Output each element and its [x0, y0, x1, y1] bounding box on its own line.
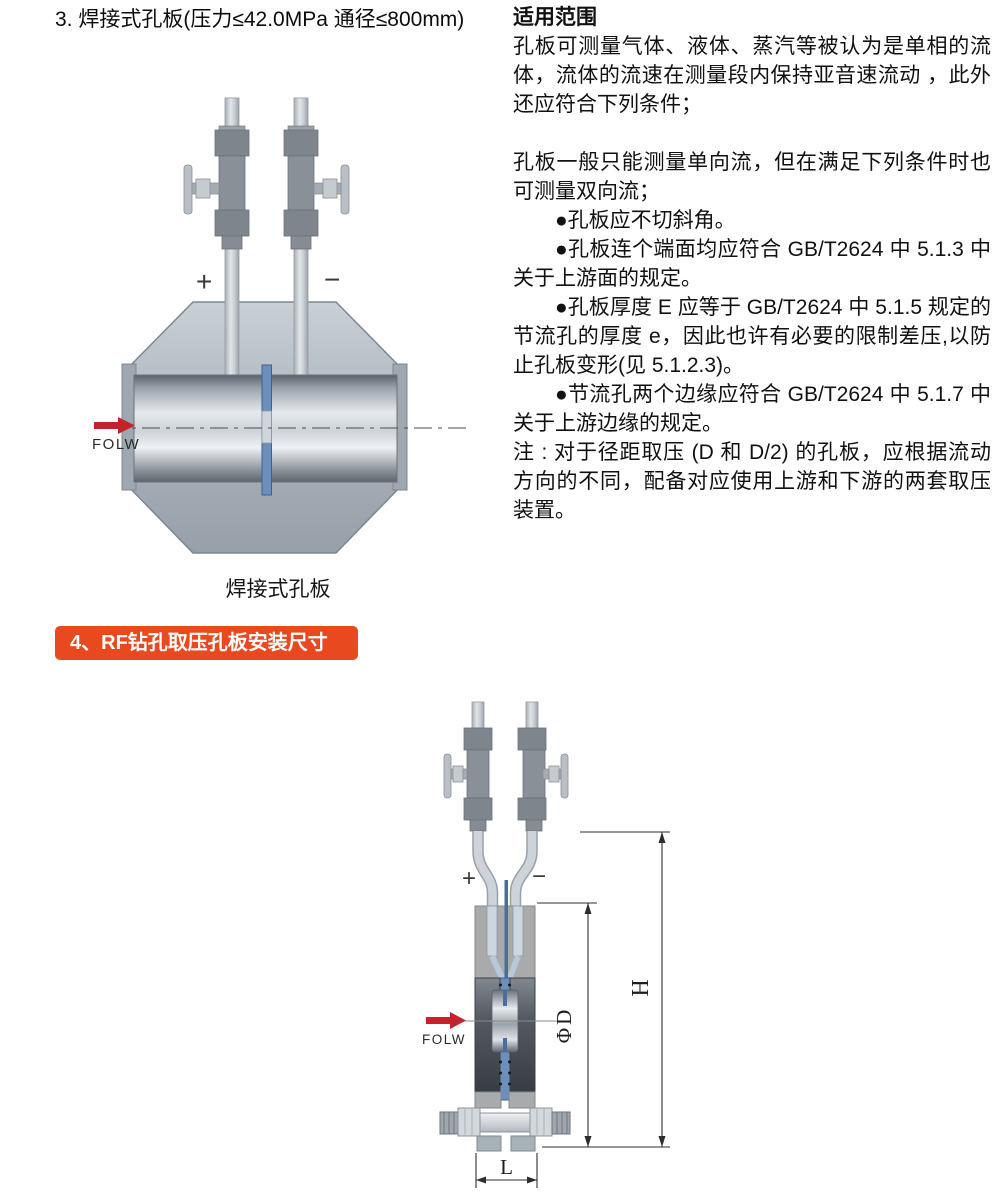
figure-welded-orifice: FOLW + −: [92, 97, 466, 554]
impulse-tube-right: [293, 245, 309, 381]
application-bullet: ●孔板厚度 E 应等于 GB/T2624 中 5.1.5 规定的节流孔的厚度 e…: [513, 296, 991, 377]
minus-tap-label: −: [532, 863, 546, 890]
valve-handle-icon: [183, 164, 220, 215]
dimension-lines: [475, 831, 670, 1188]
plus-tap-label: +: [196, 266, 212, 297]
dim-height-label: H: [628, 979, 654, 996]
figure-rf-orifice-dimensions: FOLW + − ΦD H L: [422, 701, 670, 1188]
valve-handle-icon: [443, 753, 468, 799]
hex-nut-left: [457, 1107, 481, 1137]
dim-diameter-label: ΦD: [552, 1007, 576, 1044]
application-bullet: ●孔板应不切斜角。: [555, 209, 736, 232]
application-bullet: ●节流孔两个边缘应符合 GB/T2624 中 5.1.7 中关于上游边缘的规定。: [513, 383, 991, 435]
valve-left: [443, 701, 493, 832]
flange-pair: [474, 977, 536, 1101]
valve-right: [283, 97, 350, 250]
flow-arrow-icon: [94, 417, 135, 434]
application-bullet: ●孔板连个端面均应符合 GB/T2624 中 5.1.3 中关于上游面的规定。: [513, 238, 991, 290]
flow-label: FOLW: [422, 1032, 466, 1047]
stud: [479, 1112, 531, 1133]
impulse-tube-left: [472, 831, 499, 908]
orifice-plate-tab: [504, 880, 508, 980]
impulse-tube-left: [224, 245, 240, 381]
dim-width-label: L: [500, 1155, 513, 1179]
valve-left: [183, 97, 250, 250]
application-paragraph: 孔板可测量气体、液体、蒸汽等被认为是单相的流体，流体的流速在测量段内保持亚音速流…: [513, 35, 991, 116]
valve-right: [517, 701, 569, 832]
figure1-caption: 焊接式孔板: [225, 578, 331, 601]
section3-heading: 3. 焊接式孔板(压力≤42.0MPa 通径≤800mm): [55, 8, 465, 31]
valve-handle-icon: [542, 753, 569, 799]
impulse-tube-right: [509, 831, 538, 908]
flow-arrow-icon: [426, 1012, 466, 1029]
application-range-section: 适用范围 孔板可测量气体、液体、蒸汽等被认为是单相的流体，流体的流速在测量段内保…: [513, 3, 991, 525]
foot-left: [476, 1135, 502, 1152]
section4-banner: 4、RF钻孔取压孔板安装尺寸: [55, 626, 358, 660]
minus-tap-label: −: [324, 264, 340, 295]
dimension-arrowheads: [476, 832, 666, 1184]
bottom-assembly: [439, 1091, 571, 1152]
plus-tap-label: +: [462, 865, 476, 892]
valve-handle-icon: [313, 164, 350, 215]
application-note: 注 : 对于径距取压 (D 和 D/2) 的孔板，应根据流动方向的不同，配备对应…: [513, 441, 991, 522]
foot-right: [510, 1135, 536, 1152]
application-paragraph: 孔板一般只能测量单向流，但在满足下列条件时也可测量双向流；: [513, 151, 991, 203]
hex-nut-right: [529, 1107, 553, 1137]
flow-label: FOLW: [92, 436, 140, 453]
application-range-title: 适用范围: [513, 6, 597, 29]
orifice-plate: [261, 364, 272, 496]
orifice-hole: [261, 410, 272, 444]
